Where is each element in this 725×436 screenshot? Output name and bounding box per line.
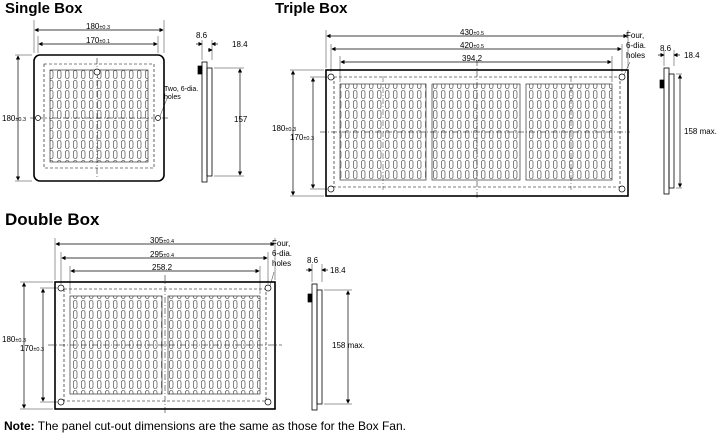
triple-holes-2: 6-dia. xyxy=(626,41,646,50)
triple-holes-3: holes xyxy=(626,51,645,60)
svg-text:430±0.5: 430±0.5 xyxy=(460,28,484,37)
triple-box-title: Triple Box xyxy=(275,0,348,17)
double-h-outer: 180 xyxy=(2,335,16,344)
svg-text:180±0.3: 180±0.3 xyxy=(2,335,26,344)
svg-text:180±0.3: 180±0.3 xyxy=(2,114,26,123)
double-holes-3: holes xyxy=(272,259,291,268)
double-side-b: 18.4 xyxy=(330,266,346,275)
single-w-inner: 170 xyxy=(86,36,100,45)
svg-text:170±0.3: 170±0.3 xyxy=(290,133,314,142)
single-box-title: Single Box xyxy=(5,0,83,17)
svg-text:180±0.3: 180±0.3 xyxy=(86,22,110,31)
double-w-inner: 258.2 xyxy=(152,263,173,272)
single-side-a: 8.6 xyxy=(196,31,208,40)
double-box-title: Double Box xyxy=(5,210,100,229)
triple-w-mid: 420 xyxy=(460,41,474,50)
svg-text:170±0.1: 170±0.1 xyxy=(86,36,110,45)
mounting-hole xyxy=(35,115,41,121)
single-side-view xyxy=(201,61,208,183)
note-label: Note: xyxy=(4,419,35,433)
double-holes-2: 6-dia. xyxy=(272,249,292,258)
triple-box-drawing xyxy=(290,30,683,200)
double-box-drawing xyxy=(20,238,352,414)
svg-text:305±0.4: 305±0.4 xyxy=(150,236,174,245)
single-holes-2: holes xyxy=(164,94,181,101)
triple-h-outer: 180 xyxy=(272,124,286,133)
single-side-h: 157 xyxy=(234,115,248,124)
double-w-mid: 295 xyxy=(150,250,164,259)
svg-text:420±0.5: 420±0.5 xyxy=(460,41,484,50)
svg-text:295±0.4: 295±0.4 xyxy=(150,250,174,259)
mounting-hole xyxy=(93,68,101,76)
double-side-h: 158 max. xyxy=(332,341,365,350)
mounting-hole xyxy=(155,115,161,121)
double-side-a: 8.6 xyxy=(307,256,319,265)
single-side-b: 18.4 xyxy=(232,40,248,49)
single-w-outer: 180 xyxy=(86,22,100,31)
svg-text:180±0.3: 180±0.3 xyxy=(272,124,296,133)
svg-text:170±0.3: 170±0.3 xyxy=(20,344,44,353)
triple-side-view xyxy=(663,67,670,195)
double-holes-1: Four, xyxy=(272,239,290,248)
double-side-view xyxy=(311,283,318,411)
triple-holes-1: Four, xyxy=(626,31,644,40)
double-w-outer: 305 xyxy=(150,236,164,245)
footnote: Note: The panel cut-out dimensions are t… xyxy=(4,419,406,433)
single-holes-1: Two, 6-dia. xyxy=(164,86,198,93)
triple-side-b: 18.4 xyxy=(684,51,700,60)
triple-w-outer: 430 xyxy=(460,28,474,37)
triple-w-inner: 394.2 xyxy=(462,54,483,63)
triple-h-inner: 170 xyxy=(290,133,304,142)
double-h-inner: 170 xyxy=(20,344,34,353)
single-h-outer: 180 xyxy=(2,114,16,123)
note-text: The panel cut-out dimensions are the sam… xyxy=(34,419,406,433)
triple-side-a: 8.6 xyxy=(660,44,672,53)
triple-side-h: 158 max. xyxy=(684,127,717,136)
single-box-drawing xyxy=(15,20,244,183)
